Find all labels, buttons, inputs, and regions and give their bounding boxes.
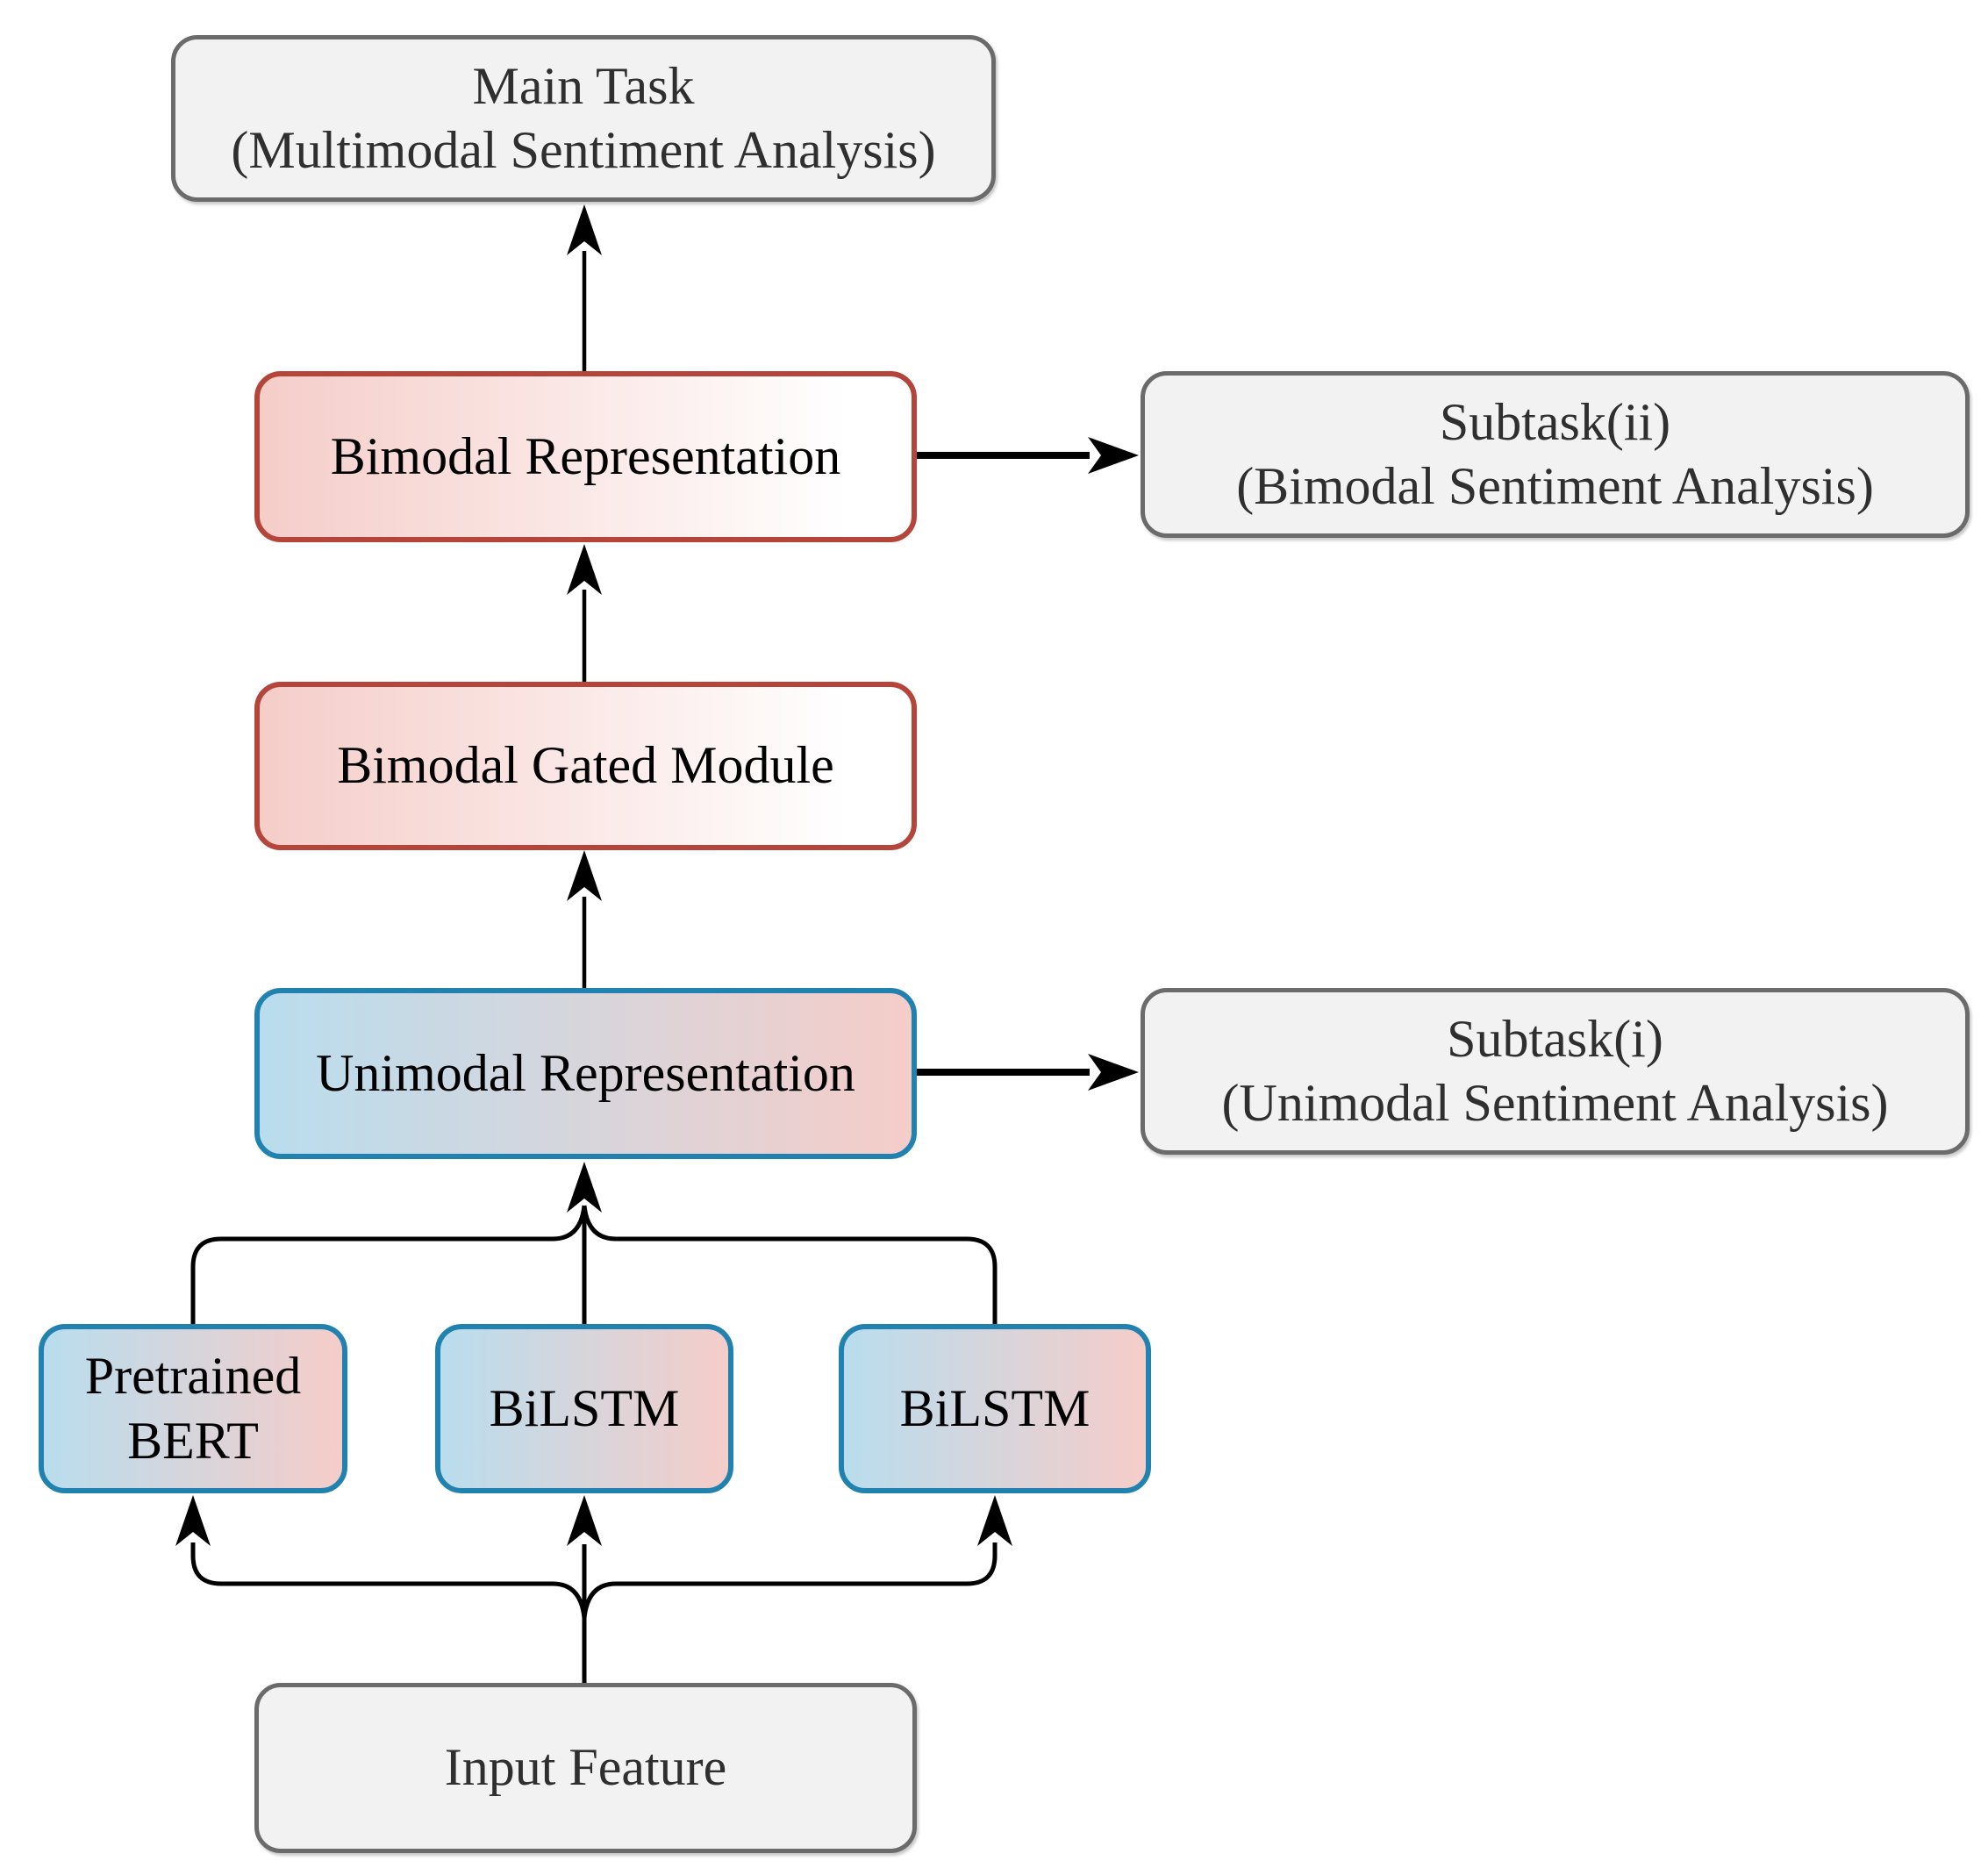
subtask-i-label-line1: Subtask(i) (1447, 1009, 1663, 1068)
subtask-ii-label-line2: (Bimodal Sentiment Analysis) (1236, 457, 1874, 515)
merge-left-branch (190, 1205, 587, 1324)
bimodal-gated-module-label: Bimodal Gated Module (337, 736, 834, 795)
merge-right-branch (582, 1205, 998, 1324)
unimodal-representation-label: Unimodal Representation (316, 1043, 855, 1102)
node-unimodal-representation: Unimodal Representation (254, 988, 917, 1159)
split-left-branch (190, 1542, 587, 1619)
arrowhead-bilstm-1 (567, 1495, 602, 1546)
bilstm-1-label: BiLSTM (489, 1378, 680, 1437)
node-bilstm-1: BiLSTM (435, 1324, 733, 1493)
subtask-ii-label-line1: Subtask(ii) (1439, 392, 1671, 451)
node-input-feature: Input Feature (254, 1683, 917, 1853)
arrowhead-subtaski (1088, 1054, 1139, 1091)
node-subtask-ii: Subtask(ii) (Bimodal Sentiment Analysis) (1141, 371, 1970, 538)
pretrained-bert-label-line1: Pretrained (84, 1347, 302, 1406)
main-task-label-line1: Main Task (472, 56, 695, 115)
arrowhead-bilstm-2 (977, 1495, 1012, 1546)
subtask-i-label-line2: (Unimodal Sentiment Analysis) (1221, 1074, 1889, 1132)
arrowhead-maintask (567, 204, 602, 255)
arrowhead-subtaskii (1088, 437, 1139, 474)
node-main-task: Main Task (Multimodal Sentiment Analysis… (171, 35, 996, 202)
split-right-branch (582, 1542, 998, 1619)
arrowhead-unimodal (567, 1162, 602, 1213)
arrowhead-pretrained-bert (175, 1495, 211, 1546)
bimodal-representation-label: Bimodal Representation (330, 426, 841, 485)
arrowhead-gated (567, 850, 602, 901)
node-pretrained-bert: Pretrained BERT (39, 1324, 347, 1493)
node-bimodal-gated-module: Bimodal Gated Module (254, 682, 917, 850)
pretrained-bert-label-line2: BERT (127, 1411, 259, 1470)
node-bilstm-2: BiLSTM (839, 1324, 1151, 1493)
node-subtask-i: Subtask(i) (Unimodal Sentiment Analysis) (1141, 988, 1970, 1155)
arrowhead-bimodalrep (567, 544, 602, 595)
bilstm-2-label: BiLSTM (899, 1378, 1091, 1437)
main-task-label-line2: (Multimodal Sentiment Analysis) (231, 121, 936, 179)
node-bimodal-representation: Bimodal Representation (254, 371, 917, 542)
input-feature-label: Input Feature (444, 1738, 727, 1797)
